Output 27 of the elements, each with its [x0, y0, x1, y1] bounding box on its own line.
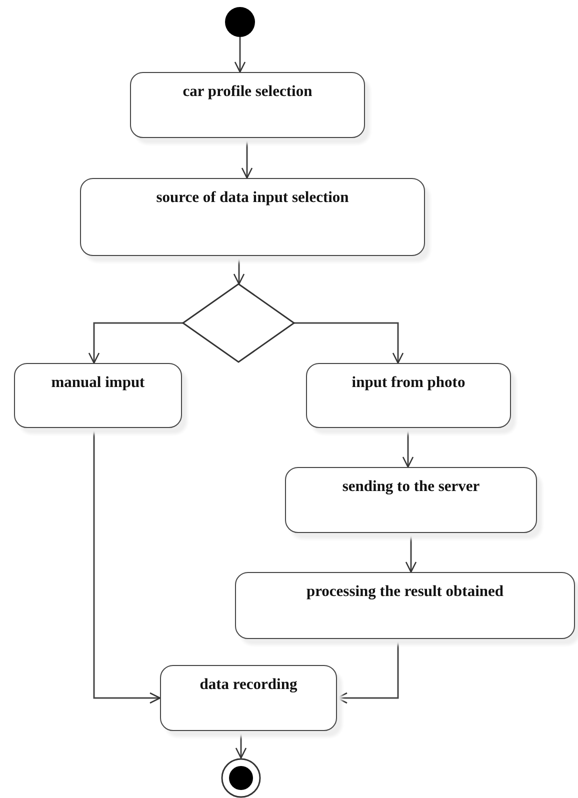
arrow — [294, 322, 404, 364]
activity-box — [14, 363, 182, 428]
start-node — [225, 7, 255, 37]
activity-label: sending to the server — [342, 478, 480, 496]
activity-label: data recording — [200, 676, 298, 694]
activity-box — [160, 665, 337, 731]
arrow — [402, 428, 414, 468]
activity-label: input from photo — [352, 374, 466, 392]
activity-box — [306, 363, 511, 428]
activity-box — [130, 72, 365, 138]
arrow — [93, 428, 161, 704]
activity-label: source of data input selection — [156, 189, 349, 207]
decision-diamond — [182, 283, 296, 363]
arrow — [88, 322, 183, 364]
arrow — [235, 731, 247, 759]
activity-label: car profile selection — [182, 83, 312, 101]
activity-box — [285, 467, 537, 533]
arrow — [241, 138, 253, 179]
activity-label: manual imput — [51, 374, 145, 392]
arrow — [233, 256, 245, 285]
end-node — [221, 758, 261, 798]
arrow — [336, 639, 399, 704]
activity-box — [80, 178, 425, 256]
arrow — [405, 533, 417, 573]
activity-box — [235, 572, 575, 639]
arrow — [234, 37, 246, 73]
activity-label: processing the result obtained — [306, 583, 504, 601]
